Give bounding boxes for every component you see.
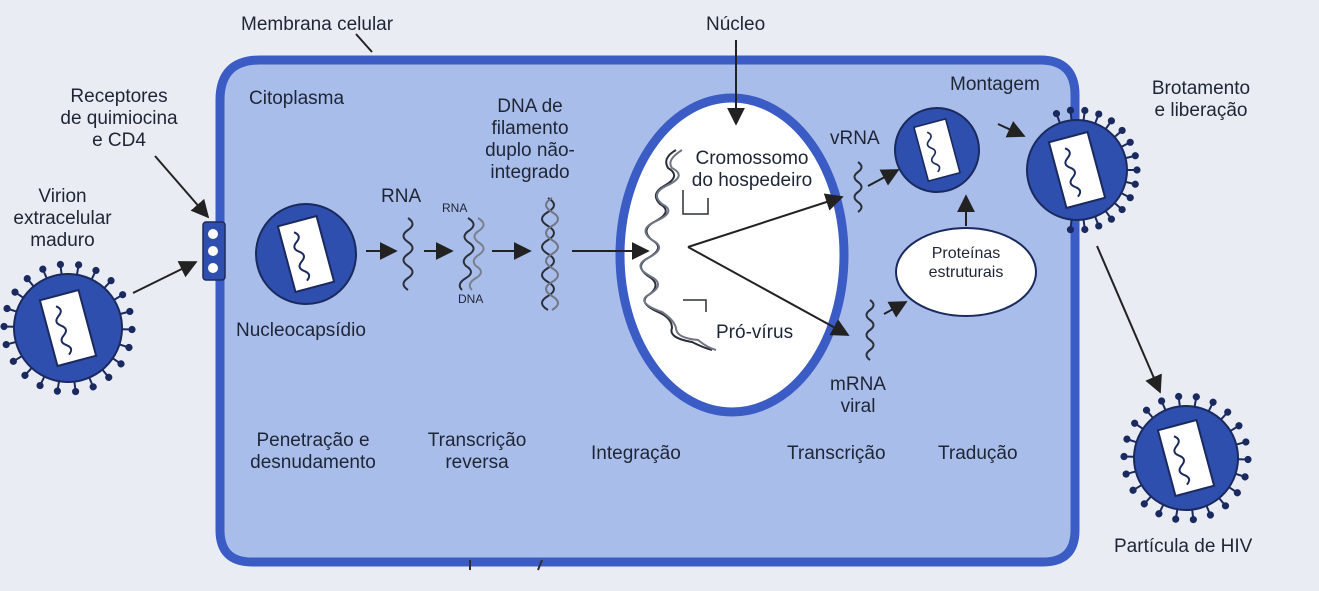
virion-spike-tip (1052, 110, 1061, 118)
virion-spike-tip (1189, 515, 1197, 524)
virion-spike-tip (1081, 106, 1089, 115)
stage-integration: Integração (591, 443, 681, 464)
virion-spike-tip (105, 373, 113, 381)
virion-spike-tip (1241, 473, 1249, 481)
vrna-strand (853, 161, 863, 213)
virion-spike-tip (107, 277, 115, 285)
cytoplasm-label: Citoplasma (249, 88, 345, 109)
stage-penetration: Penetração e desnudamento (250, 430, 376, 473)
virion-spike-tip (1126, 194, 1134, 202)
virion-spike-tip (1209, 398, 1217, 406)
virion-label: Virion extracelular maduro (13, 186, 112, 251)
virion-spike-tip (1066, 226, 1075, 234)
virion-spike-tip (117, 360, 125, 368)
host-chromosome-label: Cromossomo do hospedeiro (691, 148, 813, 191)
virion-spike-tip (9, 357, 17, 365)
rna-label: RNA (381, 186, 422, 207)
virion-spike-tip (1095, 222, 1103, 230)
virion-spike-tip (1157, 397, 1166, 405)
virion-spike-tip (39, 265, 47, 273)
virion-spike-tip (126, 307, 134, 316)
mrna-strand (865, 299, 875, 361)
assembly-label: Montagem (950, 74, 1040, 95)
virion-spike-tip (3, 304, 11, 313)
virion-spike-tip (1172, 515, 1180, 523)
virion-spike-tip (21, 371, 29, 379)
structural-proteins (895, 227, 1037, 317)
virion-spike-tip (53, 387, 61, 395)
virion-spike-tip (11, 288, 19, 296)
hiv-particle-label: Partícula de HIV (1114, 536, 1253, 557)
virion-spike-tip (1235, 422, 1243, 430)
virion-spike-tip (89, 383, 97, 391)
virion-spike-tip (1129, 486, 1137, 494)
virion-spike-tip (1107, 215, 1116, 223)
virion-spike-tip (2, 340, 10, 349)
vrna-label: vRNA (830, 128, 880, 149)
virion-spike-tip (128, 325, 136, 334)
virion-spike-tip (36, 381, 44, 390)
virion-spike-tip (1221, 502, 1230, 510)
virion-spike-tip (0, 322, 8, 331)
extracellular-virion (0, 260, 136, 396)
virion-spike-tip (1066, 106, 1075, 114)
virion-spike-tip (119, 291, 127, 299)
budding-virion (1026, 106, 1141, 234)
dna-small-label: DNA (458, 292, 484, 306)
nucleus (615, 93, 849, 417)
nucleocapsid (255, 203, 357, 305)
rna-strand (402, 217, 414, 291)
virion-spike-tip (1244, 455, 1252, 464)
rna-dna-hybrid (458, 217, 485, 291)
double-strand-dna (541, 197, 559, 311)
provirus-label: Pró-vírus (716, 322, 794, 343)
virion-spike-tip (1140, 500, 1148, 508)
virion-spike-tip (1118, 126, 1126, 135)
stage-translation: Tradução (938, 443, 1018, 464)
virion-spike-tip (1126, 138, 1134, 146)
virion-spike-tip (1131, 419, 1139, 427)
budding-label: Brotamento e liberação (1151, 78, 1251, 121)
virion-spike-tip (23, 275, 31, 283)
mrna-label: mRNA viral (830, 374, 886, 417)
virion-spike-tip (1120, 452, 1128, 461)
stage-transcription: Transcrição (787, 443, 886, 464)
virion-spike-tip (1081, 225, 1089, 234)
virion-spike-tip (71, 387, 80, 396)
hiv-particle (1120, 392, 1252, 524)
nucleus-label: Núcleo (706, 14, 766, 35)
virion-spike-tip (75, 261, 83, 269)
nucleocapsid-label: Nucleocapsídio (236, 320, 366, 341)
virion-spike-tip (1133, 166, 1141, 174)
virion-spike-tip (1242, 438, 1250, 446)
chemokine-cd4-receptors (202, 221, 226, 281)
dna-unintegrated-label: DNA de filamento duplo não- integrado (485, 96, 575, 183)
stage-reverse-transcription: Transcrição reversa (427, 430, 527, 473)
virion-spike-tip (1192, 393, 1200, 401)
virion-spike-tip (1095, 110, 1103, 118)
virion-spike-tip (56, 260, 65, 269)
virion-spike-tip (1224, 408, 1232, 416)
virion-spike-tip (1123, 435, 1131, 443)
virion-spike-tip (1122, 470, 1130, 478)
virion-spike-tip (1131, 180, 1139, 188)
structural-proteins-label: Proteínas estruturais (928, 245, 1004, 281)
virion-spike-tip (1131, 152, 1139, 160)
virion-spike-tip (1233, 489, 1241, 497)
cell-membrane-label: Membrana celular (241, 14, 394, 35)
assembly-virion (894, 107, 980, 193)
rna-small-label: RNA (442, 201, 468, 215)
virion-spike-tip (125, 343, 133, 352)
virion-spike-tip (1175, 392, 1183, 401)
virion-spike-tip (1206, 511, 1215, 519)
virion-spike-tip (1142, 406, 1151, 414)
virion-spike-tip (1155, 510, 1163, 518)
pathway-arrows (132, 33, 1162, 394)
virion-spike-tip (92, 266, 100, 275)
virion-spike-tip (1118, 205, 1126, 214)
receptors-label: Receptores de quimiocina e CD4 (60, 86, 178, 151)
virion-spike-tip (1107, 117, 1116, 125)
